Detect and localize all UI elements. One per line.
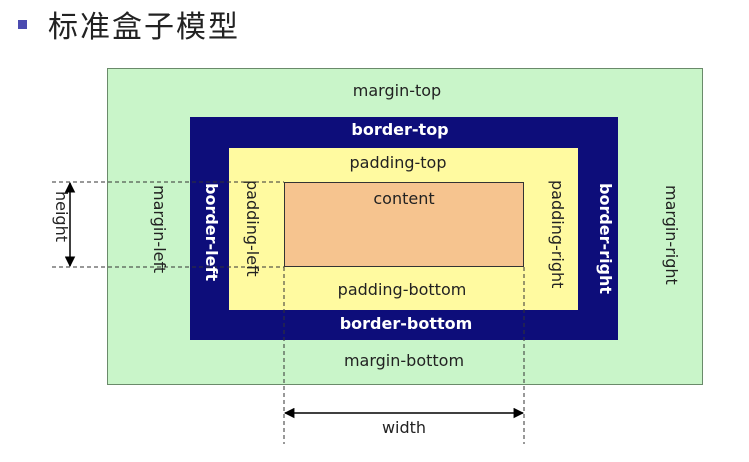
margin-left-label: margin-left [150, 185, 169, 274]
content-box [284, 182, 524, 267]
padding-right-label: padding-right [548, 180, 567, 289]
margin-bottom-label: margin-bottom [343, 351, 465, 370]
padding-top-label: padding-top [349, 153, 447, 172]
border-left-label: border-left [202, 183, 221, 282]
border-bottom-label: border-bottom [339, 314, 473, 333]
page-title: 标准盒子模型 [48, 10, 240, 45]
height-label: height [52, 191, 71, 242]
padding-bottom-label: padding-bottom [337, 280, 467, 299]
width-label: width [381, 418, 427, 437]
border-top-label: border-top [351, 120, 449, 139]
title-bullet-icon [18, 20, 27, 29]
margin-right-label: margin-right [662, 185, 681, 285]
margin-top-label: margin-top [352, 81, 442, 100]
border-right-label: border-right [596, 183, 615, 295]
content-label: content [373, 189, 435, 208]
padding-left-label: padding-left [243, 180, 262, 277]
